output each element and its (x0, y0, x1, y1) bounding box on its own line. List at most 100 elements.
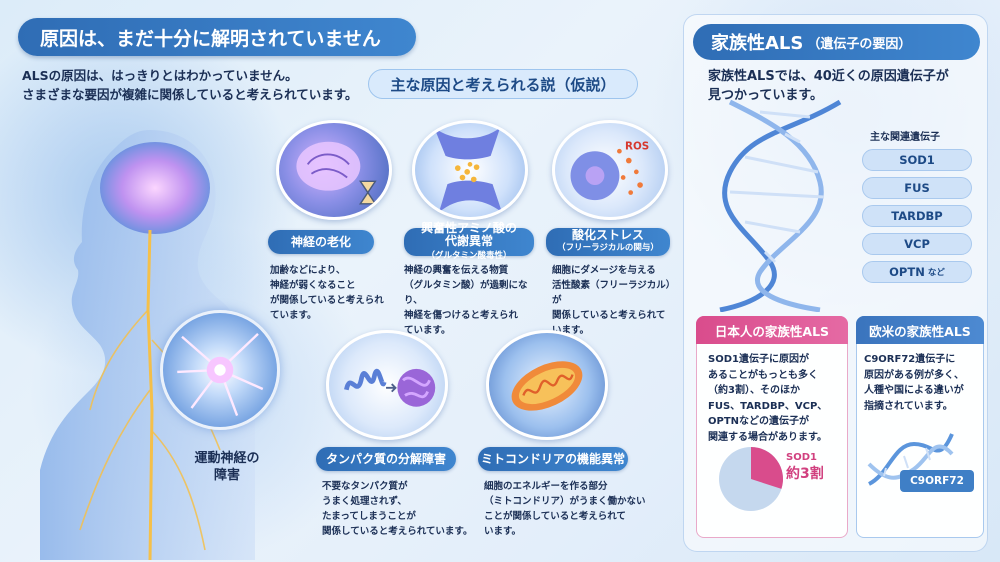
cause-aging-desc-line: ています。 (270, 310, 317, 321)
pie-label-gene: SOD1 (786, 452, 817, 463)
japan-text-line: SOD1遺伝子に原因が (708, 354, 809, 365)
japan-familial-text: SOD1遺伝子に原因が あることがもっとも多く （約3割）、そのほか FUS、T… (708, 352, 842, 445)
protein-image (326, 330, 448, 440)
cause-glutamate-desc-line: 神経の興奮を伝える物質 (404, 265, 509, 276)
familial-als-title-text: 家族性ALS (711, 33, 804, 54)
cause-glutamate-desc: 神経の興奮を伝える物質 （グルタミン酸）が過剰になり、 神経を傷つけると考えられ… (404, 263, 544, 338)
familial-als-title: 家族性ALS（遺伝子の要因） (693, 24, 980, 60)
cause-aging-title-text: 神経の老化 (290, 234, 351, 249)
neuron-icon (177, 333, 264, 417)
cell-ros-icon: ROS (570, 140, 649, 201)
gene-optn-text: OPTN (889, 265, 925, 279)
pie-label: SOD1 約3割 (786, 452, 824, 483)
motor-neuron-label: 運動神経の 障害 (172, 450, 282, 484)
ros-label: ROS (625, 140, 649, 152)
gene-vcp: VCP (862, 233, 972, 255)
intro-line-2: さまざまな要因が複雑に関係していると考えられています。 (22, 87, 358, 102)
motor-label-line-1: 運動神経の (194, 451, 260, 466)
cause-mitochondria-desc-line: （ミトコンドリア）がうまく働かない (484, 496, 646, 507)
genes-suffix: など (927, 268, 945, 278)
cause-mitochondria-desc: 細胞のエネルギーを作る部分 （ミトコンドリア）がうまく働かない ことが関係してい… (484, 479, 654, 539)
cause-oxidative-title: 酸化ストレス （フリーラジカルの関与） (546, 228, 670, 256)
brain-hourglass-icon (296, 141, 377, 205)
gene-tardbp: TARDBP (862, 205, 972, 227)
gene-fus: FUS (862, 177, 972, 199)
western-familial-box (856, 316, 984, 538)
cause-mitochondria-title: ミトコンドリアの機能異常 (478, 447, 628, 471)
western-text-line: 原因がある例が多く、 (864, 369, 964, 381)
japan-familial-title-text: 日本人の家族性ALS (714, 323, 830, 339)
gene-fus-text: FUS (904, 181, 930, 195)
aging-image (276, 120, 392, 220)
japan-text-line: あることがもっとも多く (708, 369, 818, 381)
cause-oxidative-desc-line: 活性酸素（フリーラジカル）が (552, 280, 676, 306)
mitochondria-image (486, 330, 608, 440)
pie-label-share: 約3割 (786, 466, 824, 482)
cause-protein-desc-line: たまってしまうことが (322, 511, 416, 522)
cause-glutamate-desc-line: 神経を傷つけると考えられ (404, 310, 519, 321)
familial-als-title-paren: （遺伝子の要因） (807, 36, 912, 52)
dna-helix-illustration (719, 99, 842, 312)
cause-oxidative-title-small: （フリーラジカルの関与） (557, 243, 659, 253)
cause-aging-desc-line: が関係していると考えられ (270, 295, 384, 306)
western-text-line: 人種や国による違いが (864, 385, 964, 396)
intro-text: ALSの原因は、はっきりとはわかっていません。 さまざまな要因が複雑に関係してい… (22, 66, 382, 104)
protein-aggregate-icon (344, 368, 436, 407)
genes-label: 主な関連遺伝子 (870, 132, 940, 143)
cause-oxidative-desc-line: います。 (552, 325, 590, 336)
western-familial-title: 欧米の家族性ALS (856, 316, 984, 344)
synapse-icon (434, 127, 502, 213)
page-title: 原因は、まだ十分に解明されていません (18, 18, 416, 56)
western-text-line: C9ORF72遺伝子に (864, 354, 956, 365)
familial-intro-line-2: 見つかっています。 (708, 88, 824, 103)
japan-familial-title: 日本人の家族性ALS (696, 316, 848, 344)
cause-mitochondria-desc-line: います。 (484, 526, 522, 537)
japan-text-line: 関連する場合があります。 (708, 431, 827, 443)
gene-vcp-text: VCP (904, 237, 930, 251)
c9orf72-tag: C9ORF72 (900, 470, 974, 492)
c9orf72-tag-text: C9ORF72 (910, 475, 964, 487)
cause-aging-desc-line: 神経が弱くなること (270, 280, 356, 291)
hypotheses-title: 主な原因と考えられる説（仮説） (368, 69, 638, 99)
hypotheses-title-text: 主な原因と考えられる説（仮説） (390, 75, 616, 94)
cause-aging-desc-line: 加齢などにより、 (270, 265, 346, 276)
cause-mitochondria-desc-line: ことが関係していると考えられて (484, 511, 626, 522)
cause-glutamate-desc-line: ています。 (404, 325, 451, 336)
sod1-pie-chart (719, 447, 783, 511)
cause-glutamate-title: 興奮性アミノ酸の 代謝異常 （グルタミン酸毒性） (404, 221, 534, 261)
cause-glutamate-desc-line: （グルタミン酸）が過剰になり、 (404, 280, 528, 306)
cause-protein-desc-line: 不要なタンパク質が (322, 481, 408, 492)
cause-protein-title-text: タンパク質の分解障害 (325, 451, 446, 466)
gene-sod1-text: SOD1 (899, 153, 935, 167)
western-text-line: 指摘されています。 (864, 400, 953, 412)
familial-intro-line-1: 家族性ALSでは、40近くの原因遺伝子が (708, 69, 949, 84)
oxidative-stress-image: ROS (552, 120, 668, 220)
cause-glutamate-title-line-1: 興奮性アミノ酸の (421, 220, 517, 235)
cause-protein-desc: 不要なタンパク質が うまく処理されず、 たまってしまうことが 関係していると考え… (322, 479, 482, 539)
cause-glutamate-title-small: （グルタミン酸毒性） (426, 250, 512, 261)
cause-mitochondria-desc-line: 細胞のエネルギーを作る部分 (484, 481, 608, 492)
cause-aging-desc: 加齢などにより、 神経が弱くなること が関係していると考えられ ています。 (270, 263, 400, 323)
cause-protein-desc-line: 関係していると考えられています。 (322, 526, 473, 537)
glutamate-image (412, 120, 528, 220)
mitochondria-icon (511, 361, 583, 411)
cause-protein-desc-line: うまく処理されず、 (322, 496, 407, 507)
cause-glutamate-title-line-2: 代謝異常 (444, 233, 493, 248)
gene-tardbp-text: TARDBP (891, 209, 943, 223)
japan-text-line: FUS、TARDBP、VCP、 (708, 400, 828, 412)
human-figure-illustration (40, 130, 255, 560)
japan-text-line: （約3割）、そのほか (708, 385, 800, 396)
small-dna-icon (867, 433, 954, 486)
western-familial-text: C9ORF72遺伝子に 原因がある例が多く、 人種や国による違いが 指摘されてい… (864, 352, 980, 414)
cause-protein-title: タンパク質の分解障害 (316, 447, 456, 471)
cause-aging-title: 神経の老化 (268, 230, 374, 254)
gene-sod1: SOD1 (862, 149, 972, 171)
japan-text-line: OPTNなどの遺伝子が (708, 416, 810, 427)
western-familial-title-text: 欧米の家族性ALS (869, 323, 971, 339)
cause-oxidative-desc-line: 関係していると考えられて (552, 310, 666, 321)
intro-line-1: ALSの原因は、はっきりとはわかっていません。 (22, 68, 298, 83)
cause-oxidative-desc: 細胞にダメージを与える 活性酸素（フリーラジカル）が 関係していると考えられて … (552, 263, 680, 338)
motor-neuron-image (160, 310, 280, 430)
cause-oxidative-desc-line: 細胞にダメージを与える (552, 265, 656, 276)
